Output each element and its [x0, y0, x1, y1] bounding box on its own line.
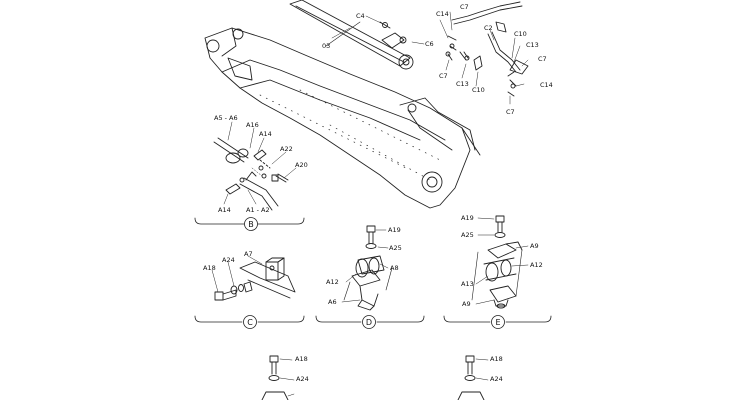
label-a14-upper: A14 — [259, 130, 272, 138]
label-d-a8: A8 — [390, 264, 399, 272]
bottom-left-labels: A18 A24 — [295, 355, 309, 383]
label-br-a24: A24 — [490, 375, 503, 383]
label-c10-right: C10 — [514, 30, 527, 38]
bottom-left-drawing — [261, 355, 295, 400]
label-c-a24: A24 — [222, 256, 235, 264]
detail-e-bubble: E — [495, 318, 500, 327]
label-c-a7: A7 — [244, 250, 253, 258]
label-e-a12: A12 — [530, 261, 543, 269]
pipe-line-c2 — [451, 1, 529, 75]
label-e-a9-upper: A9 — [530, 242, 539, 250]
label-e-a9-lower: A9 — [462, 300, 471, 308]
label-e-a19: A19 — [461, 214, 474, 222]
label-d-a12: A12 — [326, 278, 339, 286]
label-bl-a18: A18 — [295, 355, 308, 363]
label-c14-top: C14 — [436, 10, 449, 18]
label-a14-lower: A14 — [218, 206, 231, 214]
detail-c-labels: A18 A24 A7 C — [203, 250, 253, 327]
label-c6: C6 — [425, 40, 434, 48]
label-a5-a6: A5 - A6 — [214, 114, 238, 122]
label-d-a19: A19 — [388, 226, 401, 234]
detail-b-frame — [194, 217, 305, 231]
label-e-a25: A25 — [461, 231, 474, 239]
label-c13-right: C13 — [526, 41, 539, 49]
detail-e-drawing — [471, 215, 523, 309]
top-callout-labels: C4 C6 C7 C14 C2 C10 C13 C7 C14 C7 C7 C13… — [322, 3, 553, 116]
detail-d-labels: A19 A25 A8 A12 A6 D — [326, 226, 402, 327]
top-fasteners — [379, 21, 517, 97]
detail-c-frame — [194, 315, 305, 329]
detail-d-bubble: D — [366, 318, 372, 327]
bottom-right-drawing — [457, 355, 489, 400]
label-c-a18: A18 — [203, 264, 216, 272]
detail-e-frame — [443, 315, 552, 329]
label-c14-right: C14 — [540, 81, 553, 89]
label-c7-left: C7 — [439, 72, 448, 80]
label-a16: A16 — [246, 121, 259, 129]
detail-b-leaders — [223, 121, 297, 205]
bottom-right-labels: A18 A24 — [490, 355, 503, 383]
detail-e-labels: A19 A25 A9 A12 A13 A9 E — [461, 214, 543, 327]
detail-b-bubble: B — [248, 220, 254, 229]
detail-e-leaders — [475, 217, 529, 305]
detail-d-frame — [315, 315, 425, 329]
detail-b-labels: A5 - A6 A16 A14 A22 A20 A14 A1 - A2 B — [214, 114, 308, 229]
label-c10-left: C10 — [472, 86, 485, 94]
label-d-a6: A6 — [328, 298, 337, 306]
label-c7-bottom: C7 — [506, 108, 515, 116]
hydraulic-cylinder — [289, 0, 414, 70]
label-a1-a2: A1 - A2 — [246, 206, 270, 214]
detail-c-leaders — [211, 255, 263, 293]
label-c7-right: C7 — [538, 55, 547, 63]
boom-arm-drawing — [204, 27, 481, 209]
label-br-a18: A18 — [490, 355, 503, 363]
label-c13-left: C13 — [456, 80, 469, 88]
label-a20: A20 — [295, 161, 308, 169]
label-c4: C4 — [356, 12, 365, 20]
detail-d-drawing — [343, 225, 393, 311]
label-a22: A22 — [280, 145, 293, 153]
detail-c-bubble: C — [247, 318, 253, 327]
label-bl-a24: A24 — [296, 375, 309, 383]
label-c2: C2 — [484, 24, 493, 32]
label-d-a25: A25 — [389, 244, 402, 252]
top-leaders — [331, 11, 529, 105]
label-c7-top: C7 — [460, 3, 469, 11]
detail-d-leaders — [341, 229, 389, 303]
label-e-a13: A13 — [461, 280, 474, 288]
label-03: 03 — [322, 42, 330, 50]
detail-c-drawing — [214, 257, 296, 301]
detail-b-drawing — [213, 137, 289, 211]
